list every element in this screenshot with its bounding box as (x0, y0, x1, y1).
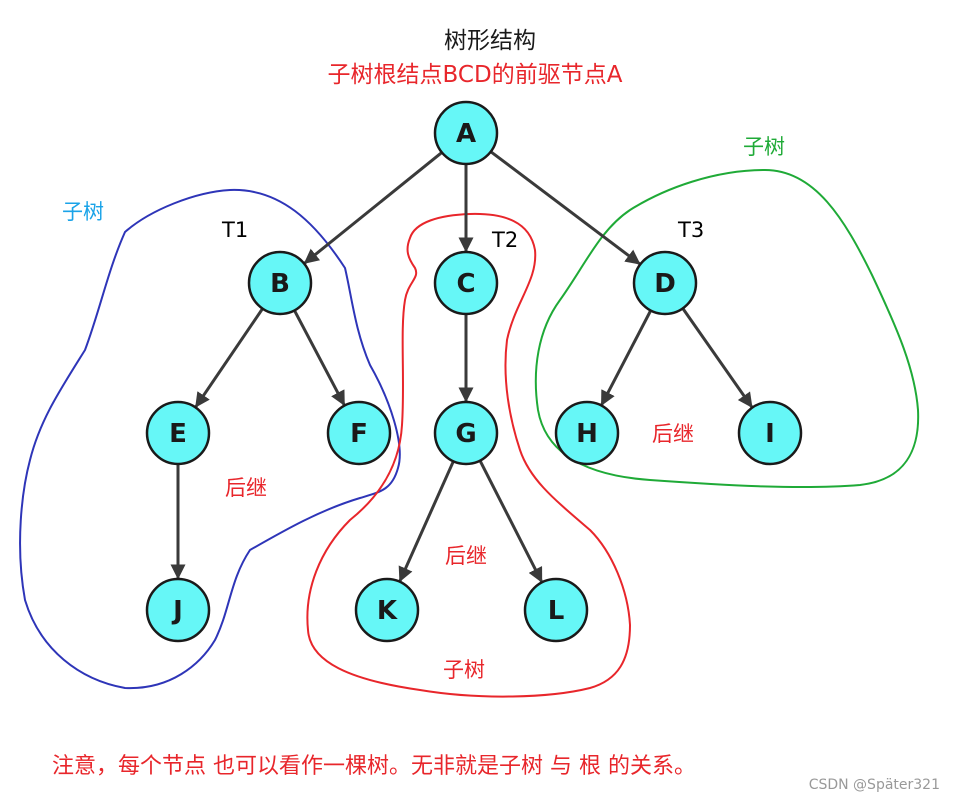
node-label: I (765, 419, 775, 449)
edge-a-b (303, 151, 443, 265)
node-g: G (433, 400, 499, 466)
node-b: B (247, 250, 313, 316)
node-label: F (350, 419, 368, 449)
edge-layer (170, 150, 753, 583)
annotation-successor-left: 后继 (225, 476, 267, 500)
edge-g-l (478, 459, 543, 583)
bottom-note: 注意，每个节点 也可以看作一棵树。无非就是子树 与 根 的关系。 (52, 754, 696, 779)
subtree-tag-t2: T2 (491, 228, 518, 252)
annotation-subtree-right: 子树 (743, 135, 785, 159)
node-h: H (554, 400, 620, 466)
edge-d-i (681, 307, 753, 409)
annotation-successor-right: 后继 (652, 422, 694, 446)
node-circle (737, 400, 803, 466)
node-circle (433, 400, 499, 466)
node-circle (433, 100, 499, 166)
subtree-outline-middle (306, 212, 632, 698)
subtree-tag-t1: T1 (221, 218, 248, 242)
node-d: D (632, 250, 698, 316)
node-e: E (145, 400, 211, 466)
diagram-subtitle: 子树根结点BCD的前驱节点A (328, 62, 623, 88)
node-k: K (354, 577, 420, 643)
node-circle (523, 577, 589, 643)
node-label: H (576, 419, 598, 449)
node-circle (247, 250, 313, 316)
node-l: L (523, 577, 589, 643)
diagram-title: 树形结构 (444, 28, 536, 54)
node-label: K (377, 596, 398, 626)
node-label: B (270, 269, 290, 299)
edge-d-h (600, 309, 653, 406)
node-circle (632, 250, 698, 316)
annotation-successor-middle: 后继 (445, 544, 487, 568)
node-circle (326, 400, 392, 466)
node-label: G (455, 419, 476, 449)
node-c: C (433, 250, 499, 316)
node-circle (145, 577, 211, 643)
node-circle (554, 400, 620, 466)
node-circle (354, 577, 420, 643)
subtree-outline-left (19, 188, 401, 690)
node-label: D (654, 269, 676, 299)
node-layer: A B C D E F G H I J K L (145, 100, 803, 643)
node-label: L (548, 596, 565, 626)
annotation-subtree-left: 子树 (62, 200, 104, 224)
node-i: I (737, 400, 803, 466)
node-j: J (145, 577, 211, 643)
node-label: C (456, 269, 475, 299)
subtree-outline-right (534, 168, 920, 489)
node-label: J (171, 596, 183, 626)
node-circle (145, 400, 211, 466)
edge-a-d (489, 150, 641, 265)
node-label: A (456, 119, 476, 149)
node-circle (433, 250, 499, 316)
edge-b-f (293, 309, 346, 407)
edge-b-e (194, 307, 264, 408)
node-a: A (433, 100, 499, 166)
node-label: E (169, 419, 187, 449)
node-f: F (326, 400, 392, 466)
watermark: CSDN @Später321 (809, 777, 940, 793)
edge-g-k (398, 460, 455, 583)
subtree-tag-t3: T3 (677, 218, 704, 242)
annotation-subtree-middle: 子树 (443, 658, 485, 682)
